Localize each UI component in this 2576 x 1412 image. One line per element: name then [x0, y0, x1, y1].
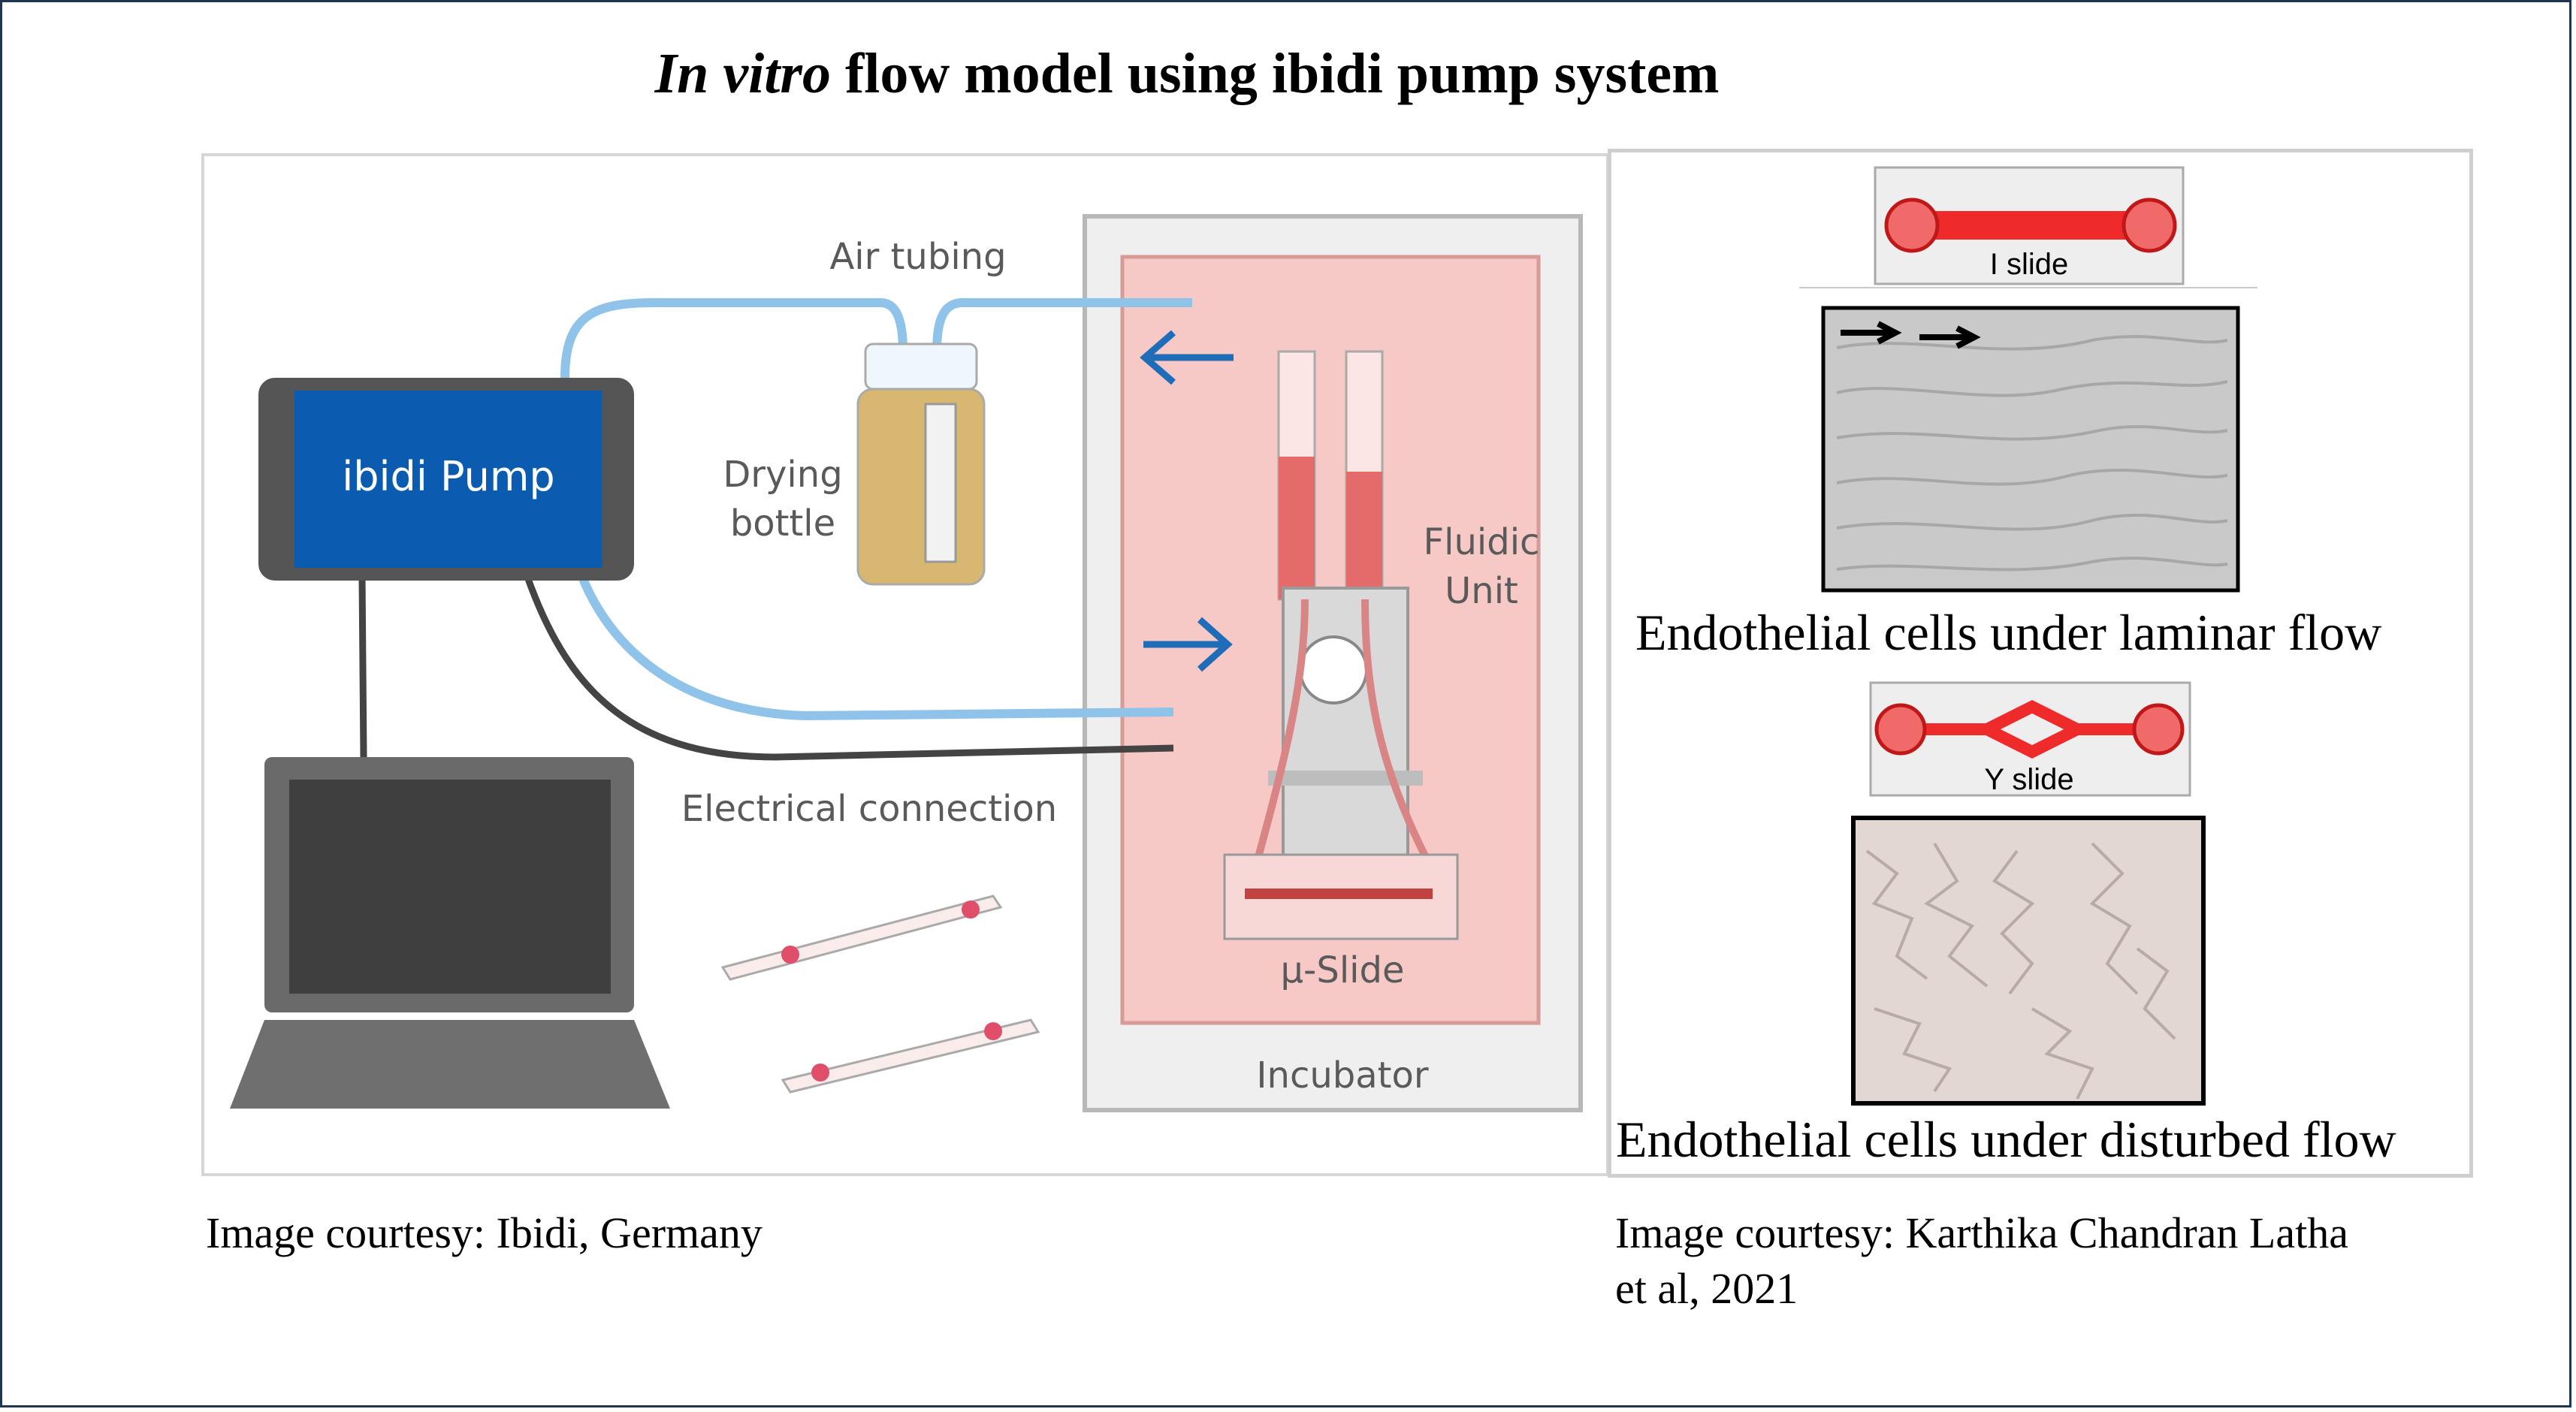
fluidic-label-2: Unit	[1445, 570, 1518, 612]
y-slide-port-left	[1874, 703, 1927, 756]
laminar-caption: Endothelial cells under laminar flow	[1635, 604, 2382, 661]
arrow-right	[1143, 617, 1233, 672]
caption-right-line2: et al, 2021	[1615, 1264, 1798, 1313]
slide-port	[811, 1064, 829, 1082]
disturbed-caption: Endothelial cells under disturbed flow	[1616, 1111, 2396, 1168]
i-slide-port-left	[1884, 198, 1940, 253]
drying-label-2: bottle	[730, 502, 835, 545]
y-slide-port-right	[2132, 703, 2185, 756]
laptop-keyboard	[230, 1020, 670, 1109]
air-tubing-label: Air tubing	[829, 236, 1006, 278]
bottle-body	[856, 388, 986, 586]
bottle-tube	[924, 403, 957, 563]
drying-label-1: Drying	[723, 454, 842, 496]
title-rest: flow model using ibidi pump system	[830, 42, 1720, 105]
mu-slide-channel	[1245, 889, 1433, 899]
bottle-cap	[864, 342, 978, 391]
laminar-cell-texture	[1836, 335, 2228, 572]
pc-cable	[358, 576, 367, 758]
laptop-screen	[289, 780, 611, 994]
y-slide-loose	[781, 1018, 1040, 1094]
laminar-micrograph	[1821, 306, 2240, 593]
slide-port	[781, 946, 799, 964]
i-slide-loose	[720, 895, 1003, 981]
incubator-label: Incubator	[1256, 1054, 1428, 1097]
i-slide-label: I slide	[1990, 248, 2069, 281]
electrical-cable	[524, 575, 1174, 761]
slide-port	[984, 1022, 1002, 1040]
y-slide-label: Y slide	[1984, 763, 2073, 796]
air-tubing-left	[560, 298, 907, 379]
diagram-svg: ibidi Pump Air tu	[230, 214, 1583, 1112]
y-slide-channel	[1912, 700, 2149, 759]
air-tubing-return	[568, 545, 1174, 721]
disturbed-cell-texture	[1865, 842, 2176, 1100]
arrow-left	[1140, 330, 1234, 385]
i-slide-port-right	[2122, 198, 2177, 253]
pump-screen	[294, 391, 602, 568]
flow-arrow-2	[1919, 325, 1981, 349]
air-tubing-right	[932, 298, 1192, 352]
caption-left: Image courtesy: Ibidi, Germany	[206, 1208, 763, 1257]
flow-arrow-1	[1841, 321, 1902, 345]
unit-base	[1268, 771, 1423, 786]
fluidic-label-1: Fluidic	[1424, 521, 1540, 563]
i-slide-channel	[1919, 211, 2145, 240]
pump-label: ibidi Pump	[342, 453, 554, 500]
syringe-left-fluid	[1279, 457, 1315, 599]
valve	[1299, 635, 1368, 704]
page-title: In vitro flow model using ibidi pump sys…	[0, 41, 2374, 107]
ibidi-system-diagram: ibidi Pump Air tu	[201, 153, 1609, 1176]
syringe-right-fluid	[1346, 472, 1382, 599]
title-italic: In vitro	[654, 42, 831, 105]
caption-right-line1: Image courtesy: Karthika Chandran Latha	[1615, 1208, 2348, 1257]
right-panel-svg: I slide Y slide	[1799, 166, 2257, 1106]
electrical-label: Electrical connection	[681, 788, 1057, 830]
mu-slide-label: µ-Slide	[1281, 949, 1405, 991]
slide-port	[962, 901, 980, 919]
fluid-tube-1	[1245, 599, 1309, 894]
endothelial-panel: I slide Y slide E	[1608, 149, 2473, 1178]
